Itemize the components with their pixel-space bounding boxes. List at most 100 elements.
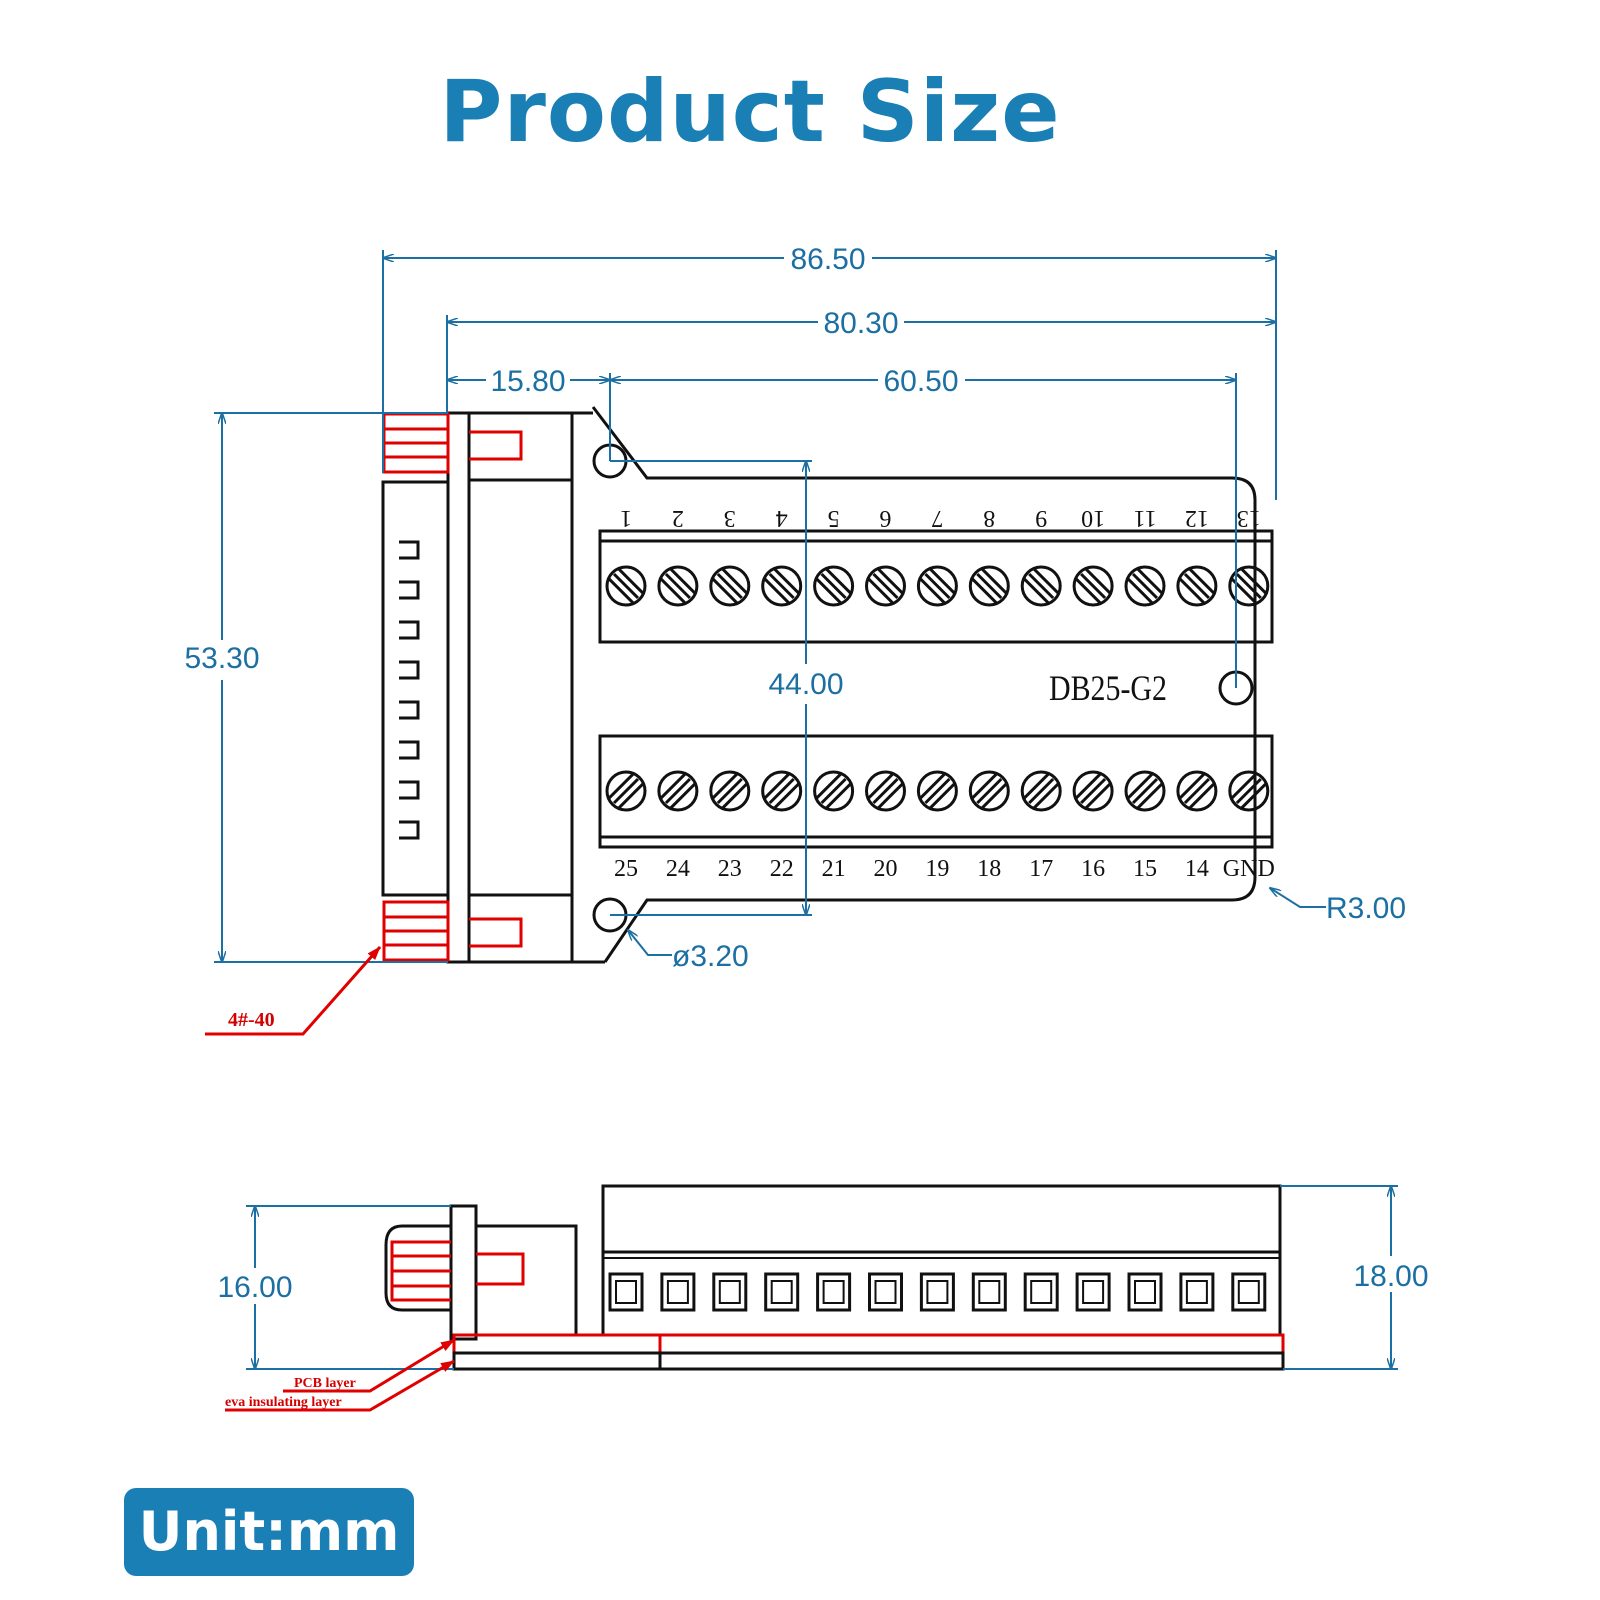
pin-label-bottom: 17 [1029,856,1053,882]
svg-text:16.00: 16.00 [217,1271,292,1304]
terminal-screw [1020,565,1062,607]
terminal-screw [1176,770,1218,812]
svg-text:86.50: 86.50 [790,243,865,276]
connector-pin-slot [399,700,420,720]
terminal-opening [868,1272,903,1312]
terminal-screw [865,565,906,607]
dimension-corner-radius: R3.00 [1270,888,1406,925]
terminal-opening [1127,1272,1163,1312]
eva-layer-label: eva insulating layer [225,1395,342,1410]
terminal-screw [657,565,699,607]
terminal-opening [764,1272,800,1312]
pin-label-top: 4 [776,505,788,531]
svg-text:80.30: 80.30 [823,307,898,340]
terminal-screw [1072,565,1114,607]
terminal-screw [761,565,803,607]
pin-label-bottom: 19 [925,856,949,882]
connector-pin-slot [399,740,420,760]
terminal-screw [1124,770,1166,812]
pin-label-top: 8 [983,505,995,531]
terminal-screw [968,770,1010,812]
side-screw-post [390,1240,525,1302]
dimension-hole-spacing-horizontal: 60.50 [609,365,1237,688]
connector-pin-slots [399,540,420,840]
svg-text:53.30: 53.30 [184,642,259,675]
svg-text:44.00: 44.00 [768,668,843,701]
pin-label-top: 5 [828,505,840,531]
layer-callouts: PCB layer eva insulating layer [225,1338,455,1412]
terminal-screw [761,770,803,812]
connector-pin-slot [399,540,420,560]
terminal-opening [608,1272,644,1312]
terminal-screw [1072,770,1114,812]
terminal-opening [1179,1272,1215,1312]
board-outline [591,406,1257,963]
dimension-overall-height: 53.30 [184,412,448,963]
pin-label-bottom: 20 [874,856,898,882]
pcb-layer-label: PCB layer [294,1376,356,1391]
dimension-hole-diameter: ø3.20 [628,930,749,973]
pin-label-bottom: 18 [977,856,1001,882]
terminal-screw [1176,565,1218,607]
pin-label-top: 7 [931,505,943,531]
pin-label-bottom: 22 [770,856,794,882]
pcb-layer [452,1333,1285,1355]
svg-text:4#-40: 4#-40 [228,1009,275,1031]
terminal-screw [916,770,958,812]
terminal-screws-top [605,565,1270,607]
pin-label-top: 6 [880,505,892,531]
terminal-screw [605,770,647,812]
connector-pin-slot [399,780,420,800]
pin-label-bottom: 15 [1133,856,1157,882]
pin-label-bottom: 23 [718,856,742,882]
pin-label-bottom: 25 [614,856,638,882]
dimension-side-height-right: 18.00 [1280,1185,1429,1370]
terminal-screw [605,565,647,607]
pin-label-bottom: 24 [666,856,690,882]
terminal-screw [657,770,699,812]
pin-label-bottom: 21 [822,856,846,882]
connector-pin-slot [399,660,420,680]
pin-label-top: 11 [1133,505,1156,531]
pin-label-bottom: 16 [1081,856,1105,882]
svg-text:15.80: 15.80 [490,365,565,398]
terminal-opening [712,1272,748,1312]
pin-label-top: 13 [1237,505,1261,531]
terminal-block-bottom [598,734,1274,849]
pin-label-bottom: GND [1223,856,1275,882]
terminal-openings-side [608,1272,1267,1312]
eva-insulating-layer [452,1351,1285,1371]
model-label: DB25-G2 [1049,668,1167,708]
screw-thread-callout: 4#-40 [205,946,382,1036]
dimension-connector-offset: 15.80 [447,365,610,398]
dimension-board-length: 80.30 [446,307,1276,413]
screw-post-top [382,412,523,474]
terminal-opening [1075,1272,1111,1312]
svg-text:R3.00: R3.00 [1326,892,1406,925]
terminal-screw [1228,770,1270,812]
db25-connector [381,411,605,964]
terminal-opening [660,1272,696,1312]
dimension-overall-length: 86.50 [382,243,1277,500]
svg-text:18.00: 18.00 [1353,1260,1428,1293]
terminal-screw [916,565,958,607]
terminal-opening [919,1272,955,1312]
connector-pin-slot [399,620,420,640]
terminal-opening [971,1272,1007,1312]
pin-label-top: 10 [1081,505,1105,531]
pin-label-top: 3 [724,505,736,531]
pin-label-top: 9 [1035,505,1047,531]
svg-text:ø3.20: ø3.20 [672,940,749,973]
terminal-screw [865,770,906,812]
page-title: Product Size [439,62,1061,162]
terminal-screw [813,565,855,607]
side-view [384,1184,1285,1371]
pin-label-top: 12 [1185,505,1209,531]
connector-pin-slot [399,580,420,600]
terminal-block-top [598,529,1274,644]
terminal-screw [813,770,855,812]
terminal-opening [1023,1272,1059,1312]
dimension-side-height-left: 16.00 [217,1205,454,1370]
